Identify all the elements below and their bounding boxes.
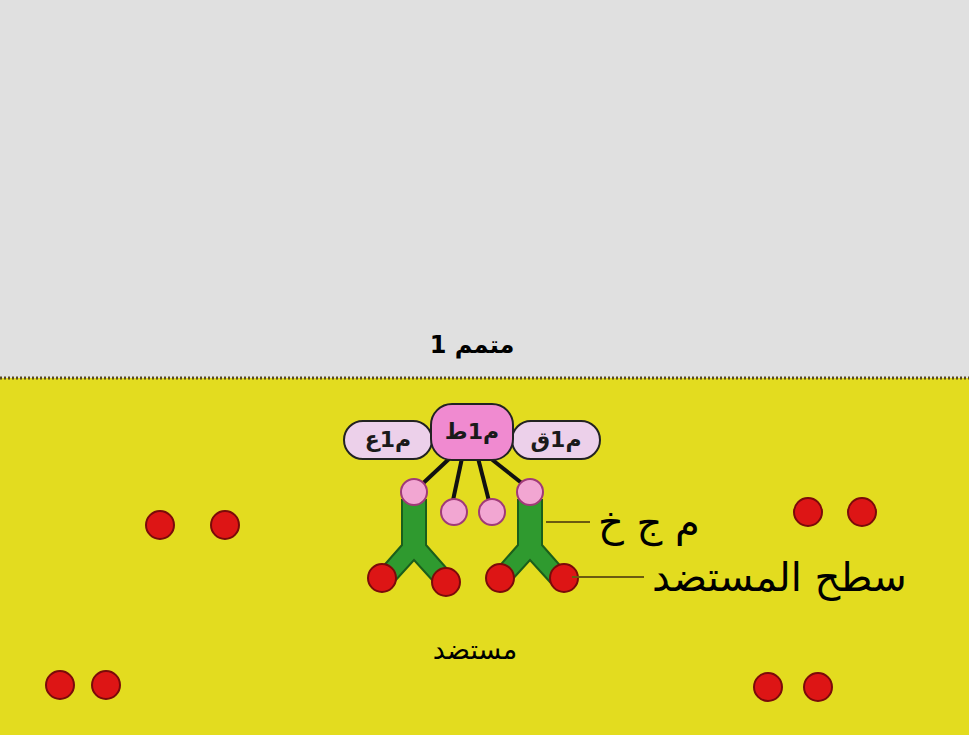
- complement-subunit: م1ع: [343, 420, 433, 460]
- part-label: متمم 1: [430, 332, 515, 358]
- part-label: مستضد: [433, 635, 517, 665]
- complement-subunit: م1ط: [430, 403, 514, 461]
- globular-heads: [401, 479, 543, 525]
- background-top: [0, 0, 969, 378]
- surface-line: [0, 377, 969, 380]
- part-label: م ج خ: [598, 500, 700, 544]
- stalks: [418, 458, 528, 505]
- subunit-label: م1ط: [445, 420, 499, 444]
- antigen-region: [0, 378, 969, 735]
- leader-line: [546, 521, 590, 523]
- subunit-label: م1ق: [530, 428, 581, 452]
- antigen-dots: [46, 498, 876, 701]
- antibody: [380, 500, 564, 582]
- antigen-surface-dots: [368, 564, 578, 596]
- complement-subunit: م1ق: [511, 420, 601, 460]
- leader-line: [572, 576, 644, 578]
- part-label: سطح المستضد: [652, 555, 907, 599]
- subunit-label: م1ع: [365, 428, 411, 452]
